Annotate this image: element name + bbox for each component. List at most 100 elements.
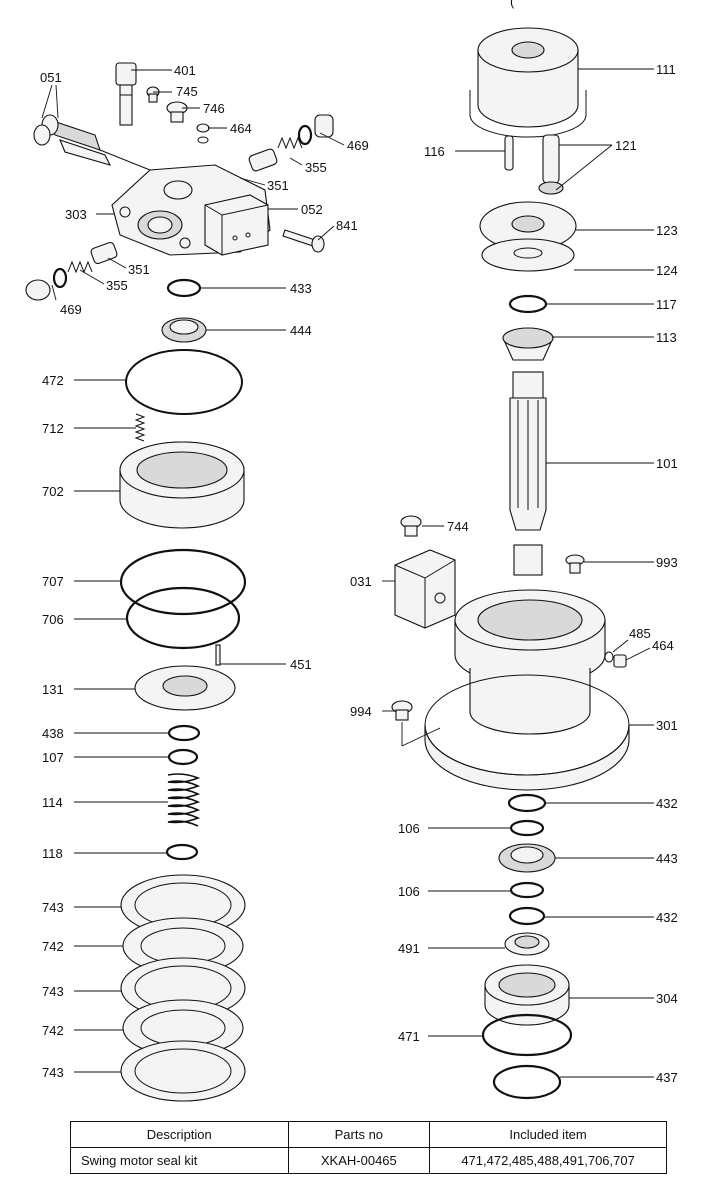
shaft-101 [509, 371, 547, 576]
callout-841: 841 [336, 218, 358, 233]
callout-131: 131 [42, 682, 64, 697]
callout-432-lower: 432 [656, 910, 678, 925]
callout-744: 744 [447, 519, 469, 534]
callout-469-lower: 469 [60, 302, 82, 317]
callout-116: 116 [424, 144, 445, 159]
callout-471: 471 [398, 1029, 420, 1044]
ring-438 [167, 724, 201, 742]
spring-114 [167, 773, 201, 827]
o-ring-707 [119, 548, 247, 616]
o-ring-471 [481, 1013, 573, 1057]
callout-351-upper: 351 [267, 178, 289, 193]
plug-745 [146, 86, 160, 103]
callout-444: 444 [290, 323, 312, 338]
spacer-106a [509, 819, 545, 837]
callout-432-upper: 432 [656, 796, 678, 811]
oil-seal-491 [504, 932, 550, 956]
callout-702: 702 [42, 484, 64, 499]
o-ring-485 [604, 651, 614, 663]
spacer-106b [509, 881, 545, 899]
callout-351-lower: 351 [128, 262, 150, 277]
seal-kit-table: Description Parts no Included item Swing… [70, 1121, 667, 1174]
check-parts-bottom [25, 241, 118, 301]
callout-742-2: 742 [42, 1023, 64, 1038]
callout-464-lower: 464 [652, 638, 674, 653]
callout-051: 051 [40, 70, 62, 85]
callout-743-3: 743 [42, 1065, 64, 1080]
o-ring-706 [125, 586, 241, 650]
plug-464b [613, 654, 627, 668]
callout-443: 443 [656, 851, 678, 866]
cover-304 [484, 964, 570, 1026]
callout-052: 052 [301, 202, 323, 217]
needle-bearing-444 [161, 317, 207, 343]
header-partial: ( [510, 0, 515, 9]
cylinder-block-111 [469, 27, 587, 138]
callout-743-2: 743 [42, 984, 64, 999]
snap-ring-437 [492, 1064, 562, 1100]
callout-304: 304 [656, 991, 678, 1006]
bolt-841 [282, 229, 325, 253]
casing-301 [424, 589, 630, 791]
brake-piston-702 [119, 441, 245, 529]
table-row: Swing motor seal kit XKAH-00465 471,472,… [70, 1147, 667, 1174]
callout-491: 491 [398, 941, 420, 956]
ring-117 [508, 294, 548, 314]
callout-301: 301 [656, 718, 678, 733]
callout-437: 437 [656, 1070, 678, 1085]
cell-description: Swing motor seal kit [70, 1147, 289, 1174]
valve-cover-052 [204, 194, 269, 256]
callout-303: 303 [65, 207, 87, 222]
header-included-item: Included item [429, 1121, 667, 1148]
header-parts-no: Parts no [287, 1121, 431, 1148]
callout-464-upper: 464 [230, 121, 252, 136]
bushing-113 [502, 327, 554, 361]
cell-parts-no: XKAH-00465 [287, 1147, 431, 1174]
valve-plate-131 [134, 665, 236, 711]
callout-113: 113 [656, 330, 677, 345]
callout-107: 107 [42, 750, 64, 765]
callout-469-upper: 469 [347, 138, 369, 153]
callout-111: 111 [656, 62, 676, 77]
callout-993: 993 [656, 555, 678, 570]
ring-107 [167, 748, 199, 766]
callout-438: 438 [42, 726, 64, 741]
callout-742-1: 742 [42, 939, 64, 954]
callout-106-lower: 106 [398, 884, 420, 899]
callout-743-1: 743 [42, 900, 64, 915]
leader-lines [41, 68, 654, 1078]
callout-031: 031 [350, 574, 372, 589]
callout-707: 707 [42, 574, 64, 589]
callout-433: 433 [290, 281, 312, 296]
snap-ring-432a [507, 793, 547, 813]
snap-ring-433 [166, 278, 202, 298]
piston-121 [538, 134, 564, 195]
ring-118 [165, 843, 199, 861]
callout-124: 124 [656, 263, 678, 278]
callout-355-lower: 355 [106, 278, 128, 293]
callout-118: 118 [42, 846, 63, 861]
callout-114: 114 [42, 795, 63, 810]
spring-712 [134, 413, 146, 442]
o-ring-472 [125, 349, 243, 415]
check-parts-top [248, 114, 334, 172]
callout-101: 101 [656, 456, 678, 471]
callout-106-upper: 106 [398, 821, 420, 836]
plug-744 [400, 515, 422, 537]
callout-117: 117 [656, 297, 677, 312]
table-header-row: Description Parts no Included item [70, 1121, 667, 1148]
plug-464a [196, 123, 210, 144]
relief-block-031 [394, 549, 456, 629]
exploded-parts-diagram: ( [25, 0, 678, 1102]
roller-bearing-443 [498, 843, 556, 873]
plug-993 [565, 554, 585, 574]
callout-746: 746 [203, 101, 225, 116]
callout-994: 994 [350, 704, 372, 719]
retainer-plate-123 [479, 201, 577, 251]
plug-746 [166, 101, 188, 123]
callout-401: 401 [174, 63, 196, 78]
callout-472: 472 [42, 373, 64, 388]
callout-123: 123 [656, 223, 678, 238]
callout-451: 451 [290, 657, 312, 672]
callout-745: 745 [176, 84, 198, 99]
